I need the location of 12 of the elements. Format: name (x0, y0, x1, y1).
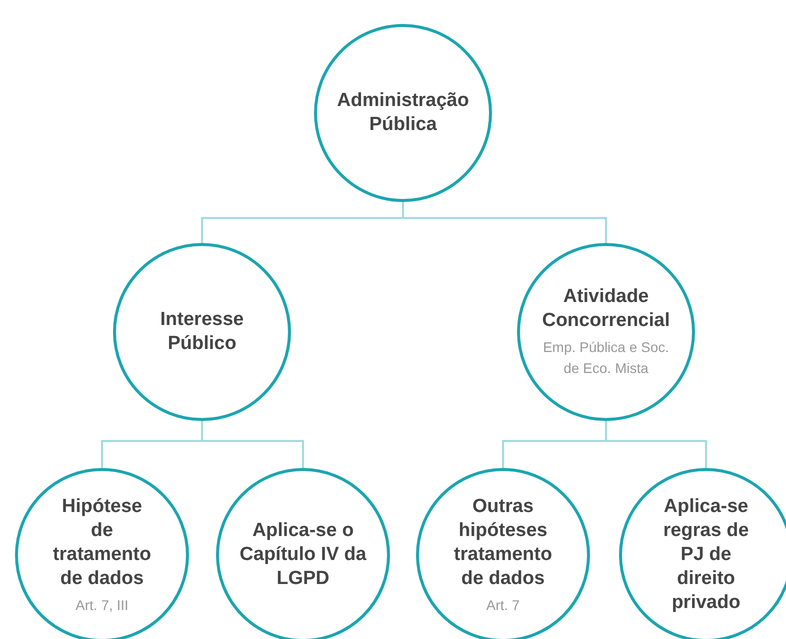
node-subtitle: Emp. Pública e Soc. de Eco. Mista (542, 338, 670, 378)
node-subtitle: Art. 7 (486, 596, 520, 614)
node-title: Atividade Concorrencial (541, 285, 671, 333)
node-subtitle: Art. 7, III (76, 596, 128, 614)
node-title: Outras hipóteses tratamento de dados (452, 494, 554, 590)
connector-line (402, 202, 607, 243)
node-title: Aplica-se regras de PJ de direito privado (662, 495, 750, 615)
node-title: Administração Pública (336, 89, 470, 137)
node-title: Aplica-se o Capítulo IV da LGPD (238, 519, 368, 591)
node-title: Hipótese de tratamento de dados (52, 494, 152, 590)
connector-line (605, 421, 707, 468)
node-title: Interesse Público (159, 308, 245, 356)
